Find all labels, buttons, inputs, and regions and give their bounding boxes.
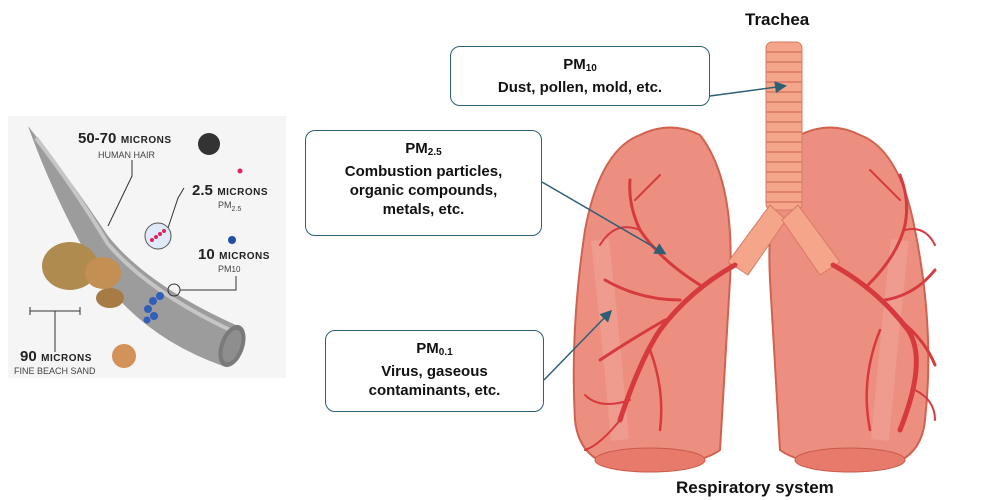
respiratory-system-label: Respiratory system [676, 478, 834, 498]
pm01-line-2: contaminants, etc. [326, 381, 543, 400]
pm25-line-2: organic compounds, [306, 181, 541, 200]
pm10-callout: PM10 Dust, pollen, mold, etc. [450, 46, 710, 106]
pm10-title: PM10 [451, 55, 709, 78]
trachea [766, 42, 802, 210]
pm25-line-3: metals, etc. [306, 200, 541, 219]
pm01-callout: PM0.1 Virus, gaseous contaminants, etc. [325, 330, 544, 412]
pm01-line-1: Virus, gaseous [326, 362, 543, 381]
pm25-callout: PM2.5 Combustion particles, organic comp… [305, 130, 542, 236]
pm25-line-1: Combustion particles, [306, 162, 541, 181]
trachea-label: Trachea [745, 10, 809, 30]
pm10-description: Dust, pollen, mold, etc. [498, 79, 662, 96]
pm25-title: PM2.5 [306, 139, 541, 162]
pm01-title: PM0.1 [326, 339, 543, 362]
